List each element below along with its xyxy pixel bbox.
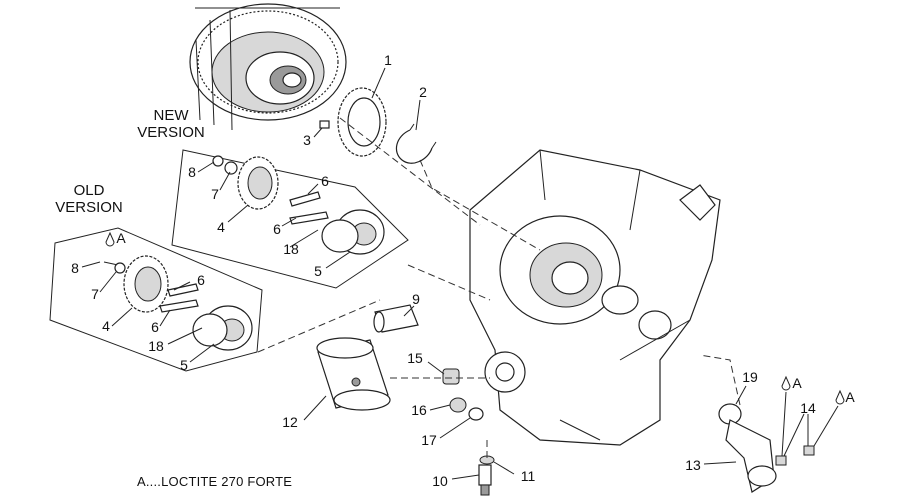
callout-3: 3 bbox=[303, 132, 311, 148]
callout-a: A bbox=[792, 375, 802, 391]
leader-line bbox=[307, 183, 319, 195]
old-version-line-1: OLD bbox=[73, 182, 105, 199]
leader-line bbox=[173, 281, 191, 291]
leader-line bbox=[81, 261, 101, 268]
callout-19: 19 bbox=[742, 369, 758, 385]
callout-15: 15 bbox=[407, 350, 423, 366]
old-version-panel bbox=[49, 227, 263, 372]
assembly-line bbox=[407, 264, 491, 301]
callout-4: 4 bbox=[102, 318, 110, 334]
leader-line bbox=[197, 161, 215, 173]
part-16-plug bbox=[449, 397, 467, 413]
part-17-seal bbox=[468, 407, 484, 421]
callout-18: 18 bbox=[283, 241, 299, 257]
part-9-sleeve bbox=[373, 304, 419, 333]
callout-9: 9 bbox=[412, 291, 420, 307]
leader-line bbox=[415, 99, 421, 131]
old-version-heading: OLD VERSION bbox=[55, 182, 123, 216]
callout-6: 6 bbox=[321, 173, 329, 189]
leader-line bbox=[781, 391, 787, 457]
clutch-basket bbox=[189, 3, 347, 131]
part-3-pin bbox=[319, 120, 330, 129]
leader-line bbox=[439, 417, 471, 439]
part-15-bushing bbox=[442, 368, 460, 385]
callout-17: 17 bbox=[421, 432, 437, 448]
new-version-line-2: VERSION bbox=[137, 124, 205, 141]
callout-10: 10 bbox=[432, 473, 448, 489]
leader-line bbox=[189, 343, 215, 363]
new-version-heading: NEW VERSION bbox=[137, 107, 205, 141]
new-version-panel bbox=[171, 149, 409, 289]
callout-8: 8 bbox=[71, 260, 79, 276]
callout-2: 2 bbox=[419, 84, 427, 100]
leader-line bbox=[493, 461, 515, 475]
callout-5: 5 bbox=[314, 263, 322, 279]
callout-a: A bbox=[116, 230, 126, 246]
part-2-circlip bbox=[395, 123, 437, 164]
loctite-drop-icon bbox=[105, 231, 115, 247]
leader-line bbox=[403, 305, 415, 317]
part-13-pipe bbox=[725, 419, 777, 493]
leader-line bbox=[313, 127, 323, 138]
callout-5: 5 bbox=[180, 357, 188, 373]
leader-line bbox=[111, 307, 133, 327]
callout-18: 18 bbox=[148, 338, 164, 354]
leader-line bbox=[303, 395, 327, 421]
callout-6: 6 bbox=[151, 319, 159, 335]
leader-line bbox=[783, 413, 809, 457]
callout-11: 11 bbox=[520, 468, 536, 484]
loctite-drop-icon bbox=[781, 375, 791, 391]
callout-12: 12 bbox=[282, 414, 298, 430]
leader-line bbox=[99, 271, 117, 293]
assembly-line bbox=[339, 117, 481, 226]
leader-line bbox=[219, 171, 231, 191]
callout-14: 14 bbox=[800, 400, 816, 416]
callout-13: 13 bbox=[685, 457, 701, 473]
leader-line bbox=[735, 385, 747, 405]
leader-line bbox=[325, 251, 351, 269]
old-version-line-2: VERSION bbox=[55, 199, 123, 216]
callout-6: 6 bbox=[273, 221, 281, 237]
callout-a: A bbox=[845, 389, 855, 405]
new-version-line-1: NEW bbox=[153, 107, 189, 124]
callout-16: 16 bbox=[411, 402, 427, 418]
leader-line bbox=[227, 204, 249, 223]
leader-line bbox=[371, 67, 386, 99]
callout-7: 7 bbox=[91, 286, 99, 302]
leader-line bbox=[289, 229, 319, 248]
assembly-line bbox=[419, 159, 541, 251]
callout-8: 8 bbox=[188, 164, 196, 180]
part-12-oil-filter bbox=[316, 337, 391, 411]
assembly-line bbox=[699, 354, 741, 406]
leader-line bbox=[159, 309, 171, 327]
crankcase bbox=[469, 149, 721, 446]
leader-line bbox=[703, 461, 737, 465]
leader-line bbox=[167, 327, 203, 345]
leader-line bbox=[429, 404, 451, 411]
leader-line bbox=[281, 217, 297, 227]
callout-7: 7 bbox=[211, 186, 219, 202]
part-10-sensor bbox=[478, 464, 492, 496]
callout-6: 6 bbox=[197, 272, 205, 288]
loctite-note: A....LOCTITE 270 FORTE bbox=[137, 474, 293, 489]
leader-line bbox=[427, 361, 445, 375]
assembly-line bbox=[257, 299, 381, 353]
leader-line bbox=[813, 405, 839, 447]
leader-line bbox=[451, 474, 480, 480]
callout-4: 4 bbox=[217, 219, 225, 235]
part-1-gear-ring bbox=[337, 87, 387, 157]
callout-1: 1 bbox=[384, 52, 392, 68]
part-14-bolts bbox=[775, 445, 815, 466]
loctite-drop-icon bbox=[835, 389, 845, 405]
